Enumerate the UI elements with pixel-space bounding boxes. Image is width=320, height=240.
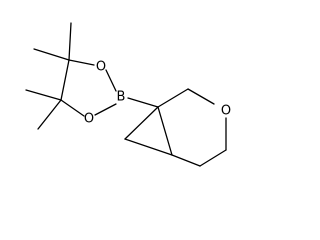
bond-b-o-lower: [94, 103, 117, 116]
bond-bridgehead-bridgehead: [157, 106, 173, 156]
bond-bridgehead-ch2: [157, 88, 189, 108]
bond-b-bridgehead: [127, 97, 159, 108]
atom-label-oxygen-ring: O: [221, 104, 231, 119]
bond-ch2-o-ring: [187, 88, 215, 105]
bond-c1-o-upper: [68, 59, 95, 66]
atom-label-boron: B: [117, 90, 126, 105]
bond-o-upper-b: [105, 69, 117, 92]
bond-c1-c2: [60, 59, 70, 101]
bond-ch2-ch2: [199, 149, 227, 167]
bond-o-lower-c2: [60, 99, 85, 117]
molecule-structure: O B O O: [25, 22, 231, 167]
methyl-c1-left: [33, 48, 70, 61]
atom-label-oxygen-lower: O: [84, 112, 94, 127]
methyl-c2-left: [25, 89, 62, 101]
bond-cyclopropyl-bridgehead2: [124, 138, 173, 156]
dioxaborolane-ring: [60, 59, 117, 117]
atom-label-oxygen-upper: O: [96, 60, 106, 75]
oxabicyclo-ring: [124, 88, 227, 167]
bond-bridgehead-cyclopropyl: [124, 106, 159, 140]
methyl-groups: [25, 22, 72, 130]
bond-ch2-bridgehead2: [171, 154, 201, 167]
methyl-c2-bottom: [37, 99, 62, 130]
methyl-c1-top: [68, 22, 72, 61]
